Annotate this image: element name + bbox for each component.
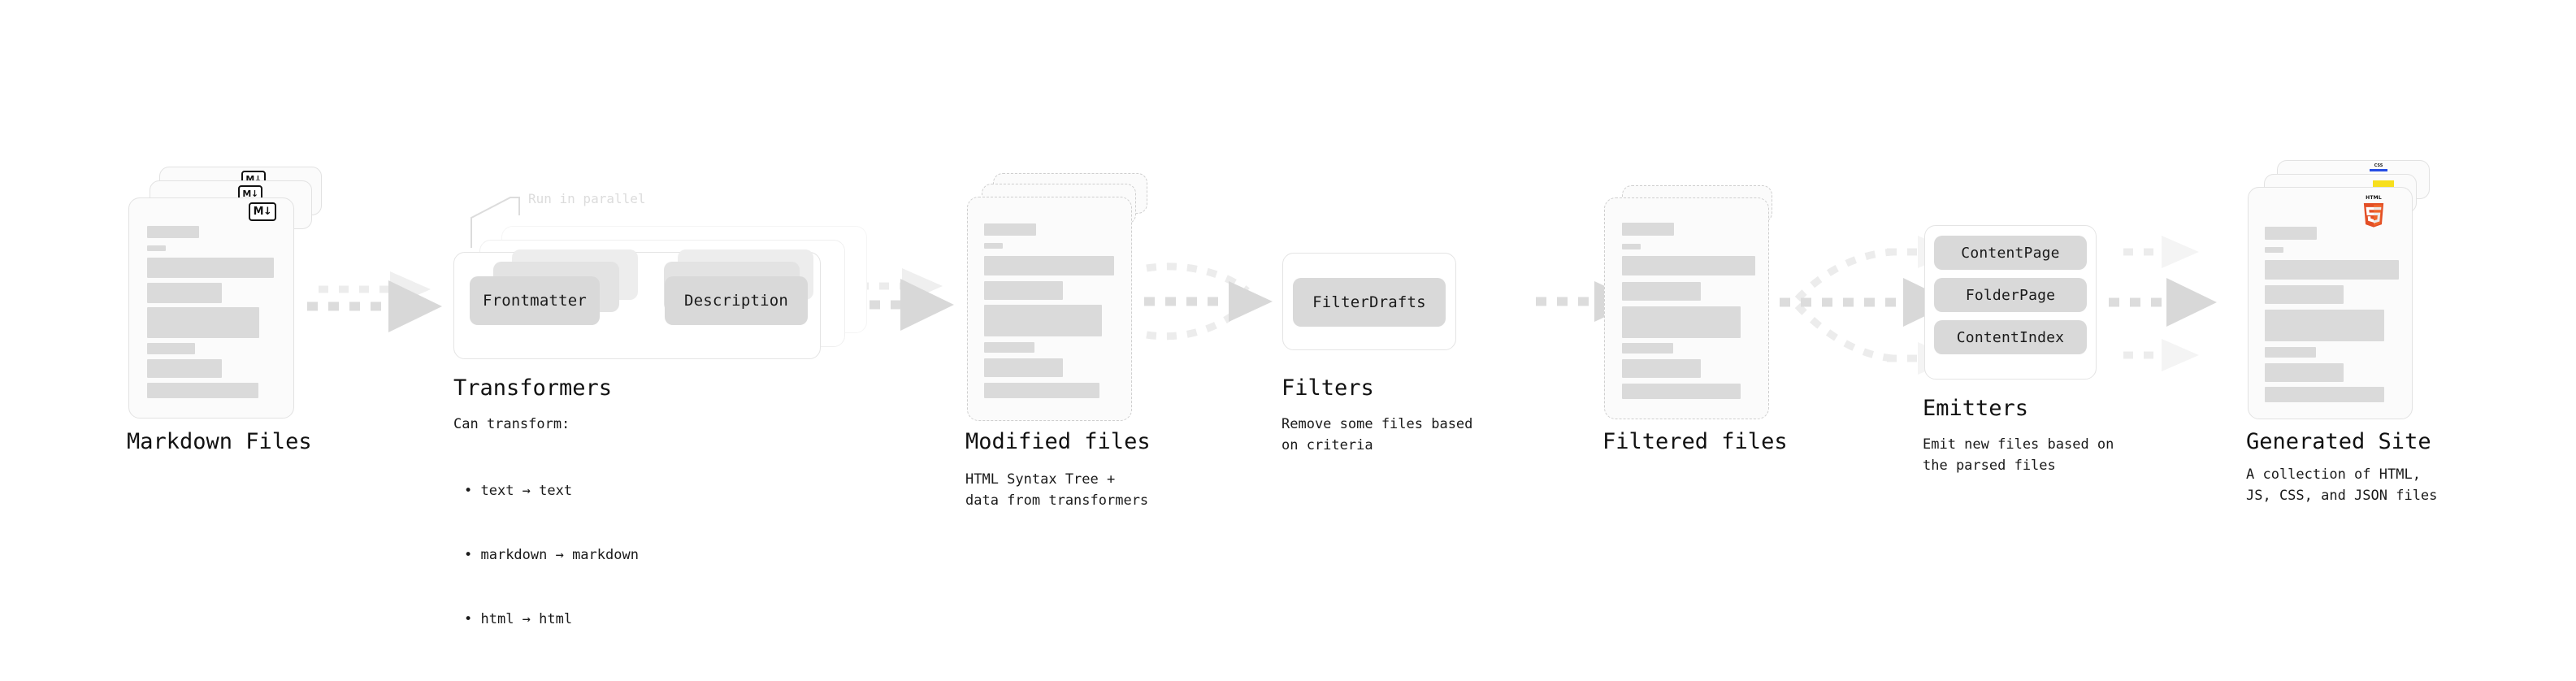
css-icon-label: CSS [2374,163,2383,168]
transformers-bullet-item: • markdown → markdown [464,546,639,563]
html5-icon-label: HTML [2366,195,2382,201]
transformers-bullet-list: • text → text • markdown → markdown • ht… [464,437,639,673]
stage-title-filters: Filters [1281,375,1374,401]
stage-subtitle-transformers: Can transform: [453,416,570,432]
skeleton-bar [2265,310,2384,341]
markdown-file-card-front [128,197,294,419]
transformers-bullet-item: • html → html [464,610,573,627]
stage-subtitle-emitters: Emit new files based on the parsed files [1923,436,2114,474]
skeleton-bar [1622,306,1741,338]
skeleton-bar [147,245,166,251]
stage-subtitle-generated-site: A collection of HTML, JS, CSS, and JSON … [2246,466,2438,504]
skeleton-bar [147,258,274,278]
skeleton-bar [2265,387,2384,402]
stage-title-transformers: Transformers [453,375,613,401]
html5-icon-shield [2363,202,2384,228]
skeleton-bar [2265,247,2283,253]
skeleton-bar [147,283,222,303]
stage-title-generated-site: Generated Site [2246,429,2431,454]
skeleton-bar [1622,244,1641,249]
connector-markdown-to-transformers [307,271,442,332]
stage-subtitle-modified-files: HTML Syntax Tree + data from transformer… [965,471,1149,509]
emitter-node-folderpage[interactable]: FolderPage [1934,278,2087,312]
stage-title-markdown-files: Markdown Files [127,429,312,454]
skeleton-bar [984,223,1036,236]
stage-subtitle-filters: Remove some files based on criteria [1281,416,1473,453]
transformer-node-description[interactable]: Description [665,276,808,325]
skeleton-bar [2265,285,2344,304]
skeleton-bar [1622,359,1701,378]
skeleton-bar [147,307,259,338]
skeleton-bar [147,343,195,354]
skeleton-bar [2265,363,2344,382]
markdown-icon: M↓ [249,202,276,221]
skeleton-bar [984,281,1063,300]
emitter-node-contentindex[interactable]: ContentIndex [1934,320,2087,354]
transformer-node-frontmatter[interactable]: Frontmatter [470,276,600,325]
modified-file-card-front [967,197,1132,421]
skeleton-bar [984,243,1003,249]
generated-file-card-front [2248,187,2413,419]
skeleton-bar [984,342,1034,353]
stage-title-modified-files: Modified files [965,429,1151,454]
css-icon-bar [2370,169,2387,171]
filtered-file-card-front [1604,197,1769,419]
skeleton-bar [1622,384,1741,399]
skeleton-bar [2265,227,2317,240]
skeleton-bar [1622,223,1674,236]
skeleton-bar [1622,282,1701,301]
filter-node-filterdrafts[interactable]: FilterDrafts [1293,278,1446,327]
connector-modified-to-filters [1144,262,1273,340]
emitter-node-contentpage[interactable]: ContentPage [1934,236,2087,270]
connector-emitters-to-site [2109,236,2217,371]
skeleton-bar [147,226,199,238]
skeleton-bar [984,256,1114,275]
transformers-bullet-item: • text → text [464,482,573,499]
skeleton-bar [2265,260,2399,280]
skeleton-bar [2265,347,2316,358]
css-icon: CSS [2370,164,2387,174]
stage-title-filtered-files: Filtered files [1602,429,1788,454]
skeleton-bar [147,383,258,398]
skeleton-bar [984,383,1099,398]
skeleton-bar [984,305,1102,336]
skeleton-bar [984,358,1063,377]
generated-site-stack: CSS HTML [0,0,2430,419]
html5-icon: HTML [2361,196,2386,229]
skeleton-bar [1622,256,1755,275]
skeleton-bar [1622,343,1673,354]
stage-title-emitters: Emitters [1923,396,2029,421]
run-in-parallel-label: Run in parallel [528,191,646,206]
skeleton-bar [147,359,222,378]
